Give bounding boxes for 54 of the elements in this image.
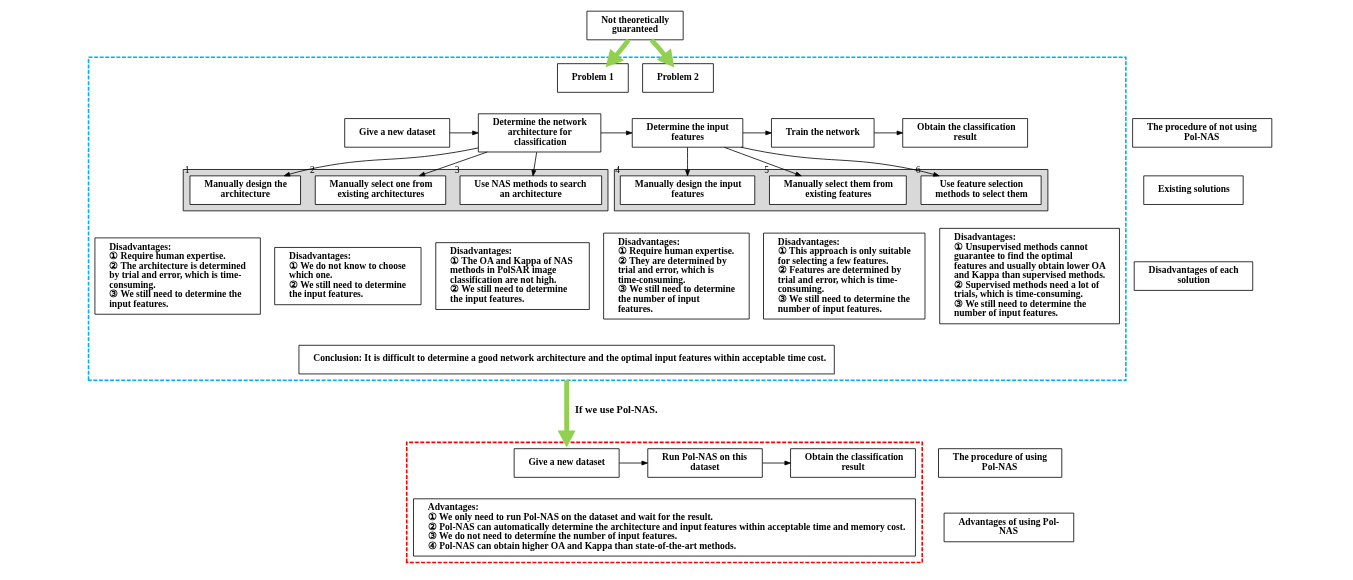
arrow [605, 38, 630, 68]
node-box: Disadvantages: ① We do not know to choose which one. ② We still need to determine the input features. [273, 247, 421, 306]
node-box: Manually design the input features [619, 175, 755, 205]
node-box: Disadvantages: ① Require human expertise. ② The architecture is determined by trial and error, which is time-consuming. ③ We still need to determine the input features. [94, 237, 261, 315]
node-box: Run Pol-NAS on this dataset [646, 448, 763, 478]
node-box: Disadvantages: ① The OA and Kappa of NAS methods in PolSAR image classification are not high. ② We still need to determine the input features. [434, 242, 590, 310]
arrow [599, 130, 632, 136]
node-box: Determine the input features [631, 118, 743, 148]
node-box: Advantages of using Pol-NAS [943, 512, 1074, 543]
arrow [618, 460, 648, 466]
node-box: Not theoretically guaranteed [586, 10, 684, 41]
node-box: Disadvantages: ① Unsupervised methods cannot guarantee to find the optimal features and usually obtain lower OA and Kappa than supervised methods. ② Supervised methods need a lot of trials, which is time-consuming. ③ We still need to determine the number of input features. [938, 227, 1120, 325]
arrow [448, 130, 479, 136]
node-box: Advantages: ① We only need to run Pol-NAS on the dataset and wait for the result. ② Pol-NAS can automatically determine the architecture and input features within acceptable time and memory cost. ③ We do not need to determine the number of input features. ④ Pol-NAS can obtain higher OA and Kappa than state-of-the-art methods. [412, 498, 916, 557]
node-box: Disadvantages: ① This approach is only suitable for selecting a few features. ② Features are determined by trial and error, which is time-consuming. ③ We still need to determine the number of input features. [762, 232, 925, 320]
arrow [649, 38, 674, 68]
node-label: 1 [184, 164, 190, 176]
node-box: Problem 1 [556, 63, 629, 93]
node-box: Use NAS methods to search an architecture [459, 175, 602, 205]
edge-label: If we use Pol-NAS. [574, 404, 658, 416]
node-label: 6 [915, 164, 921, 176]
arrow [531, 151, 537, 177]
node-box: Use feature selection methods to select them [920, 175, 1042, 205]
node-box: Determine the network architecture for classification [477, 113, 601, 153]
node-label: 3 [454, 164, 460, 176]
node-box: Give a new dataset [513, 448, 620, 478]
node-box: Conclusion: It is difficult to determine a good network architecture and the optimal input features within acceptable time cost. [298, 344, 835, 375]
arrow [283, 147, 479, 177]
node-box: Manually select one from existing architectures [314, 175, 446, 205]
node-label: 5 [763, 164, 769, 176]
arrow [723, 146, 802, 177]
node-box: Disadvantages of each solution [1133, 261, 1253, 291]
node-box: Obtain the classification result [901, 118, 1028, 148]
arrow [418, 151, 488, 177]
node-box: Problem 2 [641, 63, 714, 93]
arrow [740, 146, 940, 177]
node-box: The procedure of using Pol-NAS [937, 448, 1062, 478]
arrow [557, 380, 576, 448]
node-box: Train the network [770, 118, 874, 148]
node-box: Manually design the architecture [189, 175, 301, 205]
arrow [873, 130, 903, 136]
node-label: 2 [309, 164, 315, 176]
cluster [405, 441, 923, 564]
cluster [87, 56, 1127, 382]
arrow [742, 130, 772, 136]
arrow [684, 147, 690, 177]
arrow [761, 460, 791, 466]
node-box: Disadvantages: ① Require human expertise. ② They are determined by trial and error, which is time-consuming. ③ We still need to determine the number of input features. [602, 232, 750, 320]
node-box: Obtain the classification result [789, 448, 916, 478]
node-box: Manually select them from existing features [768, 175, 907, 205]
node-box: Existing solutions [1142, 175, 1244, 205]
node-box: Give a new dataset [343, 118, 450, 148]
node-box: The procedure of not using Pol-NAS [1131, 118, 1272, 148]
node-label: 4 [614, 164, 620, 176]
